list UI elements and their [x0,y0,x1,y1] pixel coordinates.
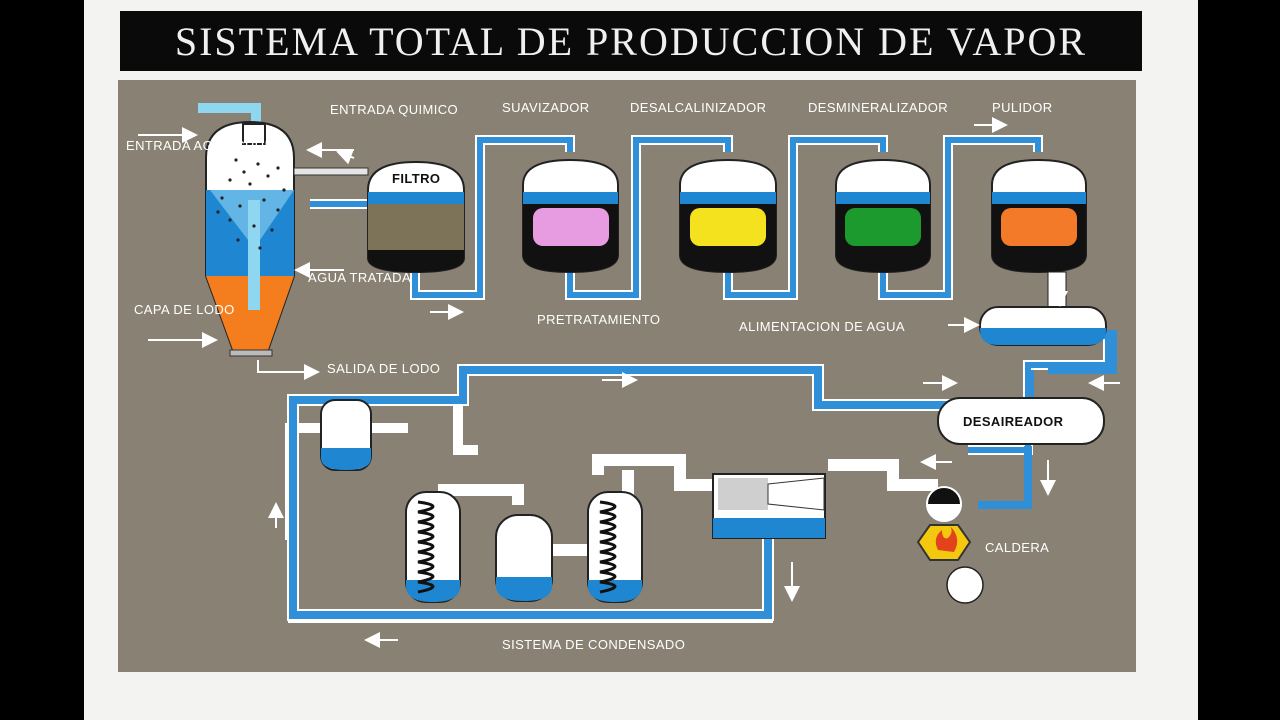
process-diagram [138,103,1120,648]
deaerator-tank [937,397,1105,445]
suavizador-tank [522,158,619,274]
feed-water-tank [979,306,1107,346]
flow-arrows [138,117,1120,648]
label-pulidor: PULIDOR [992,100,1053,115]
label-pretratamiento: PRETRATAMIENTO [537,312,661,327]
condensate-small-tank [320,399,372,471]
desalcalinizador-tank [679,158,777,274]
label-desalcalinizador: DESALCALINIZADOR [630,100,767,115]
label-capa-de-lodo: CAPA DE LODO [134,302,235,317]
label-filtro: FILTRO [392,171,441,186]
clarifier-tank [198,103,369,357]
condenser-right [587,491,643,603]
filter-tank [367,160,465,274]
label-alimentacion-de-agua: ALIMENTACION DE AGUA [739,319,905,334]
diagram-title: SISTEMA TOTAL DE PRODUCCION DE VAPOR [174,18,1088,64]
title-bar: SISTEMA TOTAL DE PRODUCCION DE VAPOR [120,11,1142,71]
label-entrada-quimico: ENTRADA QUIMICO [330,102,459,117]
label-entrada-agua-cruda: ENTRADA AGUA CRUDA [126,138,284,153]
label-agua-tratada: AGUA TRATADA [308,270,412,285]
steam-header [712,473,826,539]
label-sistema-de-condensado: SISTEMA DE CONDENSADO [502,637,686,652]
label-salida-de-lodo: SALIDA DE LODO [327,361,441,376]
steam-lines [438,454,938,556]
pulidor-tank [991,158,1087,274]
condenser-left [405,491,461,603]
label-suavizador: SUAVIZADOR [502,100,590,115]
boiler [916,486,984,604]
desmineralizador-tank [835,158,931,274]
label-desaireador: DESAIREADOR [963,414,1064,429]
condenser-middle [495,514,553,602]
label-caldera: CALDERA [985,540,1050,555]
label-desmineralizador: DESMINERALIZADOR [808,100,949,115]
